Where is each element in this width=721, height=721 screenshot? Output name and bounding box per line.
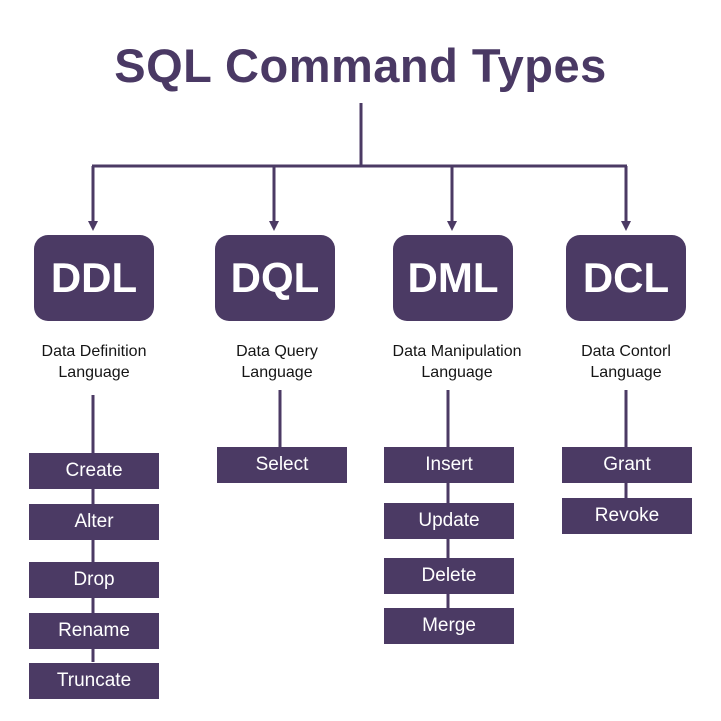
page-title: SQL Command Types [114,39,607,92]
dml-command-delete: Delete [384,558,514,594]
ddl-command-drop: Drop [29,562,159,598]
dml-command-update: Update [384,503,514,539]
dcl-command-grant: Grant [562,447,692,483]
dml-command-insert: Insert [384,447,514,483]
dml-header-box: DML [393,235,513,321]
dql-header-box: DQL [215,235,335,321]
ddl-command-create: Create [29,453,159,489]
dcl-subtitle: Data Contorl Language [581,343,671,381]
ddl-header-box: DDL [34,235,154,321]
ddl-command-alter: Alter [29,504,159,540]
ddl-command-rename: Rename [29,613,159,649]
dcl-header-box: DCL [566,235,686,321]
dcl-command-revoke: Revoke [562,498,692,534]
dml-command-merge: Merge [384,608,514,644]
dql-subtitle: Data Query Language [236,343,318,381]
dql-command-select: Select [217,447,347,483]
dml-subtitle: Data Manipulation Language [392,343,522,381]
ddl-command-truncate: Truncate [29,663,159,699]
ddl-subtitle: Data Definition Language [41,343,147,381]
